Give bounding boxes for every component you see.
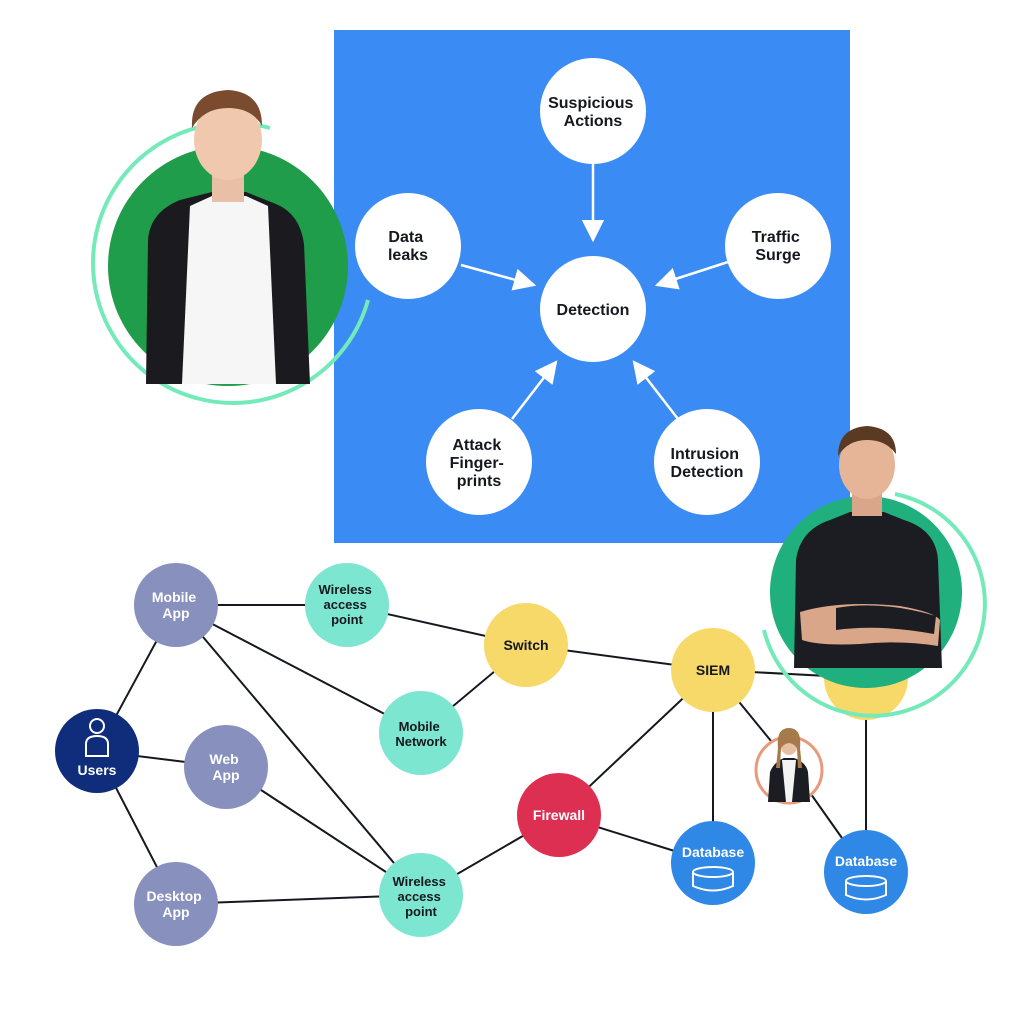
node-wireless-access-point-bottom	[379, 853, 463, 937]
node-traffic-surge	[725, 193, 831, 299]
database-icon	[692, 866, 734, 892]
user-icon	[85, 718, 109, 757]
node-mobile-app	[134, 563, 218, 647]
node-wireless-access-point-top	[305, 563, 389, 647]
label-mobile-app: Mobile App	[152, 589, 200, 621]
avatar-ring-right	[762, 492, 987, 718]
node-desktop-app	[134, 862, 218, 946]
node-users	[55, 709, 139, 793]
arrow-data-leaks	[460, 263, 537, 291]
node-web-app	[184, 725, 268, 809]
label-data-leaks: Data leaks	[388, 229, 428, 264]
detection-arrows	[460, 163, 729, 420]
label-suspicious-actions: Suspicious Actions	[548, 95, 638, 130]
label-detection: Detection	[557, 302, 630, 319]
label-mobile-network: Mobile Network	[395, 719, 447, 749]
label-desktop-app: Desktop App	[146, 888, 205, 920]
person-photo-icon	[794, 426, 942, 668]
label-web-app: Web App	[209, 751, 242, 783]
node-mobile-network	[379, 691, 463, 775]
label-attack-fingerprints: Attack Finger- prints	[450, 437, 509, 490]
edge	[175, 604, 422, 896]
label-wireless-access-point-top: Wireless access point	[319, 582, 376, 627]
node-suspicious-actions	[540, 58, 646, 164]
label-traffic-surge: Traffic Surge	[752, 229, 804, 264]
person-photo-icon	[768, 728, 810, 802]
node-detection	[540, 256, 646, 362]
database-icon	[845, 875, 887, 901]
edge	[175, 604, 422, 734]
arrow-attack	[511, 360, 558, 420]
label-intrusion-detection: Intrusion Detection	[671, 446, 744, 481]
node-attack-fingerprints	[426, 409, 532, 515]
avatar-man-right	[762, 426, 987, 718]
avatar-woman	[754, 728, 824, 805]
node-database-2	[824, 830, 908, 914]
label-switch: Switch	[503, 637, 548, 653]
person-photo-icon	[146, 90, 310, 384]
label-database-1: Database	[682, 844, 744, 860]
node-intrusion-detection	[654, 409, 760, 515]
node-data-leaks	[355, 193, 461, 299]
label-wireless-access-point-bottom: Wireless access point	[393, 874, 450, 919]
detection-nodes: Suspicious Actions Data leaks Traffic Su…	[355, 58, 831, 515]
arrow-traffic	[654, 260, 729, 290]
node-database-1	[671, 821, 755, 905]
node-firewall	[517, 773, 601, 857]
avatar-man-left	[90, 90, 370, 405]
label-database-2: Database	[835, 853, 897, 869]
label-siem: SIEM	[696, 662, 730, 678]
node-siem	[671, 628, 755, 712]
arrow-intrusion	[632, 360, 679, 420]
node-switch	[484, 603, 568, 687]
label-users: Users	[78, 762, 117, 778]
label-firewall: Firewall	[533, 807, 585, 823]
